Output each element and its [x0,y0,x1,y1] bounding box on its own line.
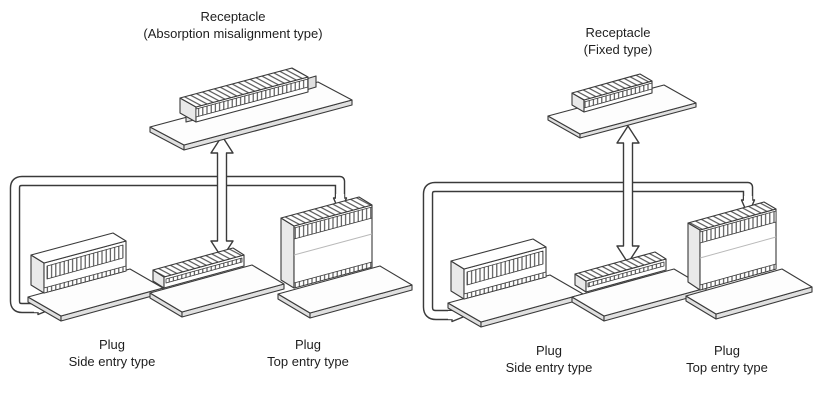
plug-side-entry-label-left-line2: Side entry type [68,354,156,369]
diagram-right [422,73,813,328]
plug-top-entry-label-left-line2: Top entry type [267,354,349,369]
board [277,265,413,314]
pin-row [583,82,653,109]
plug-top-entry-label-right-line2: Top entry type [686,360,768,375]
receptacle-left-illustration [149,67,353,151]
mating-arrow-right [616,125,640,264]
routing-arrow-right [422,181,756,323]
pin-row [699,263,777,291]
pin-row [46,244,124,280]
connector-side-face [687,222,701,291]
pin-row [293,206,373,240]
plug-top-entry-label-left: Plug Top entry type [228,336,388,370]
receptacle-label-right-line2: (Fixed type) [583,42,653,57]
receptacle-label-left-line2: (Absorption misalignment type) [143,26,323,41]
mating-arrow-left [210,135,234,259]
plug-middle-right-illustration [571,251,707,322]
connector-top-face [152,247,245,278]
plug-top-entry-label-right-line1: Plug [713,343,741,358]
pin-row [699,210,777,244]
connector-top-face [30,232,127,264]
plug-side-entry-label-right-line1: Plug [535,343,563,358]
pin-row [587,261,665,288]
connector-top-face [574,251,667,282]
diagram-left [9,67,413,322]
receptacle-right-illustration [547,73,697,139]
plug-side-entry-label-left: Plug Side entry type [32,336,192,370]
plug-middle-left-illustration [149,247,285,318]
connector-top-face [179,67,309,108]
pin-row [466,250,544,286]
plug-side-entry-label-right-line2: Side entry type [505,360,593,375]
connector-side-face [280,217,295,289]
plug-top-entry-left-illustration [277,196,413,319]
connector-top-face [571,73,653,101]
plug-top-entry-right-illustration [685,201,813,320]
plug-top-entry-label-left-line1: Plug [294,337,322,352]
receptacle-label-left: Receptacle (Absorption misalignment type… [118,8,348,42]
receptacle-label-left-line1: Receptacle [200,9,266,24]
connector-top-face [687,201,777,231]
pin-row [165,257,243,284]
connector-top-face [280,196,373,227]
receptacle-label-right-line1: Receptacle [585,25,651,40]
board [149,264,285,313]
board [685,268,813,315]
plug-side-entry-label-right: Plug Side entry type [469,342,629,376]
plug-side-entry-label-left-line1: Plug [98,337,126,352]
plug-top-entry-label-right: Plug Top entry type [647,342,807,376]
pin-row [43,265,127,294]
connector-top-face [450,238,547,270]
pin-row [293,261,373,289]
receptacle-label-right: Receptacle (Fixed type) [538,24,698,58]
pin-row [463,271,547,300]
plug-side-entry-right-illustration [447,238,584,328]
plug-side-entry-left-illustration [27,232,164,322]
pin-row [195,78,309,118]
